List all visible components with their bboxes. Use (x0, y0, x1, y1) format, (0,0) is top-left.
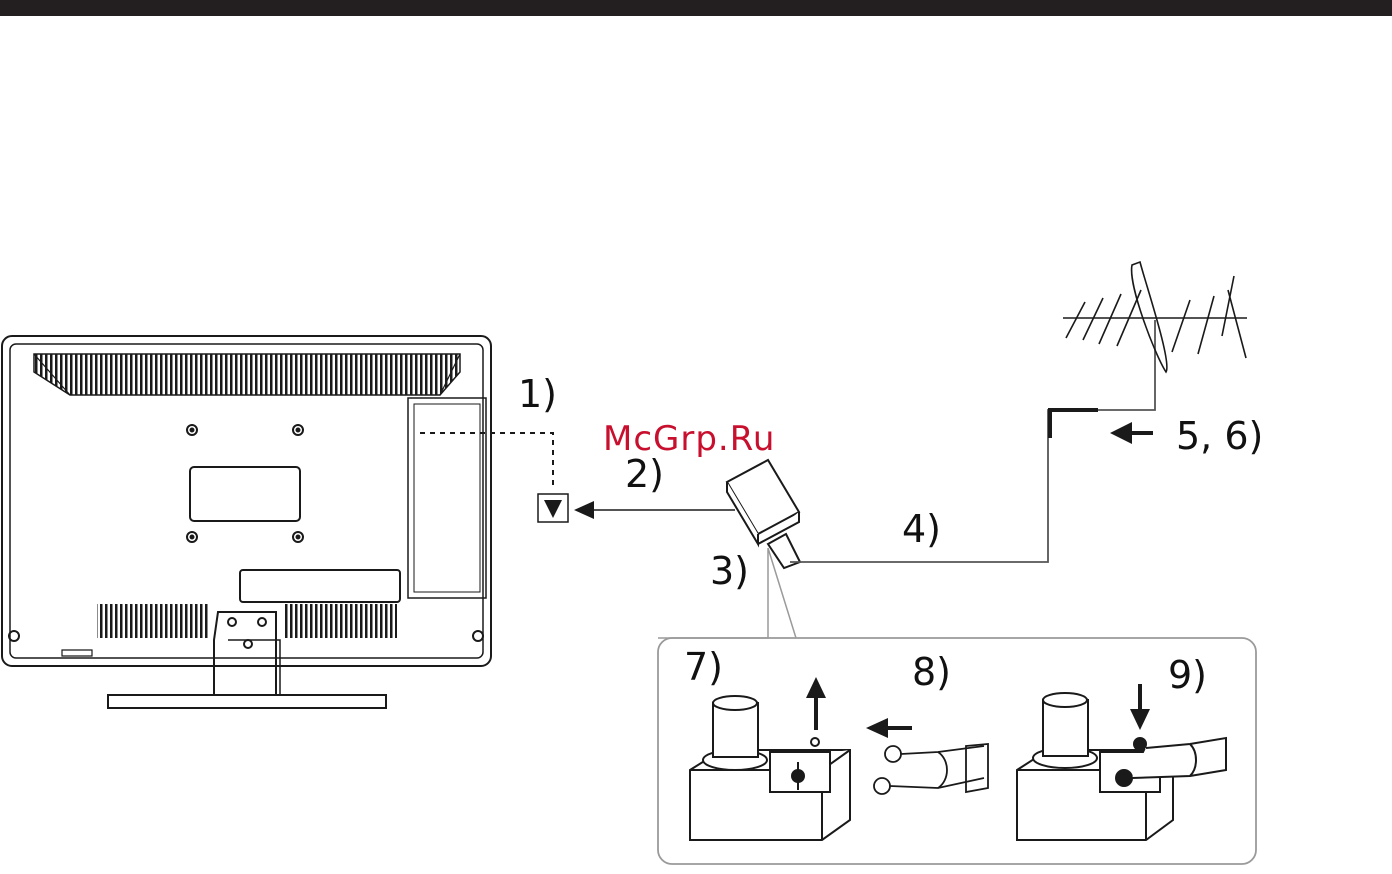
plug-to-socket-arrow (574, 501, 735, 519)
up-arrow (806, 677, 826, 730)
step-3-label: 3) (710, 552, 749, 590)
step-8-label: 8) (912, 653, 951, 691)
antenna-socket (538, 494, 568, 522)
coax-cable (790, 320, 1155, 562)
step-2-label: 2) (625, 455, 664, 493)
cable-bend (1050, 410, 1098, 438)
down-arrow (1130, 684, 1150, 730)
left-arrow (866, 718, 912, 738)
step-4-label: 4) (902, 510, 941, 548)
step-1-label: 1) (518, 375, 557, 413)
step-7-label: 7) (684, 648, 723, 686)
watermark: McGrp.Ru (603, 422, 775, 456)
step-9-label: 9) (1168, 656, 1207, 694)
tv-rear-icon (2, 336, 491, 708)
step-5-6-label: 5, 6) (1176, 417, 1263, 455)
cable-arrow (1110, 422, 1153, 444)
connector-assembled-icon (1017, 693, 1226, 840)
stripped-cable-icon (874, 744, 988, 794)
connector-icon (690, 696, 850, 840)
